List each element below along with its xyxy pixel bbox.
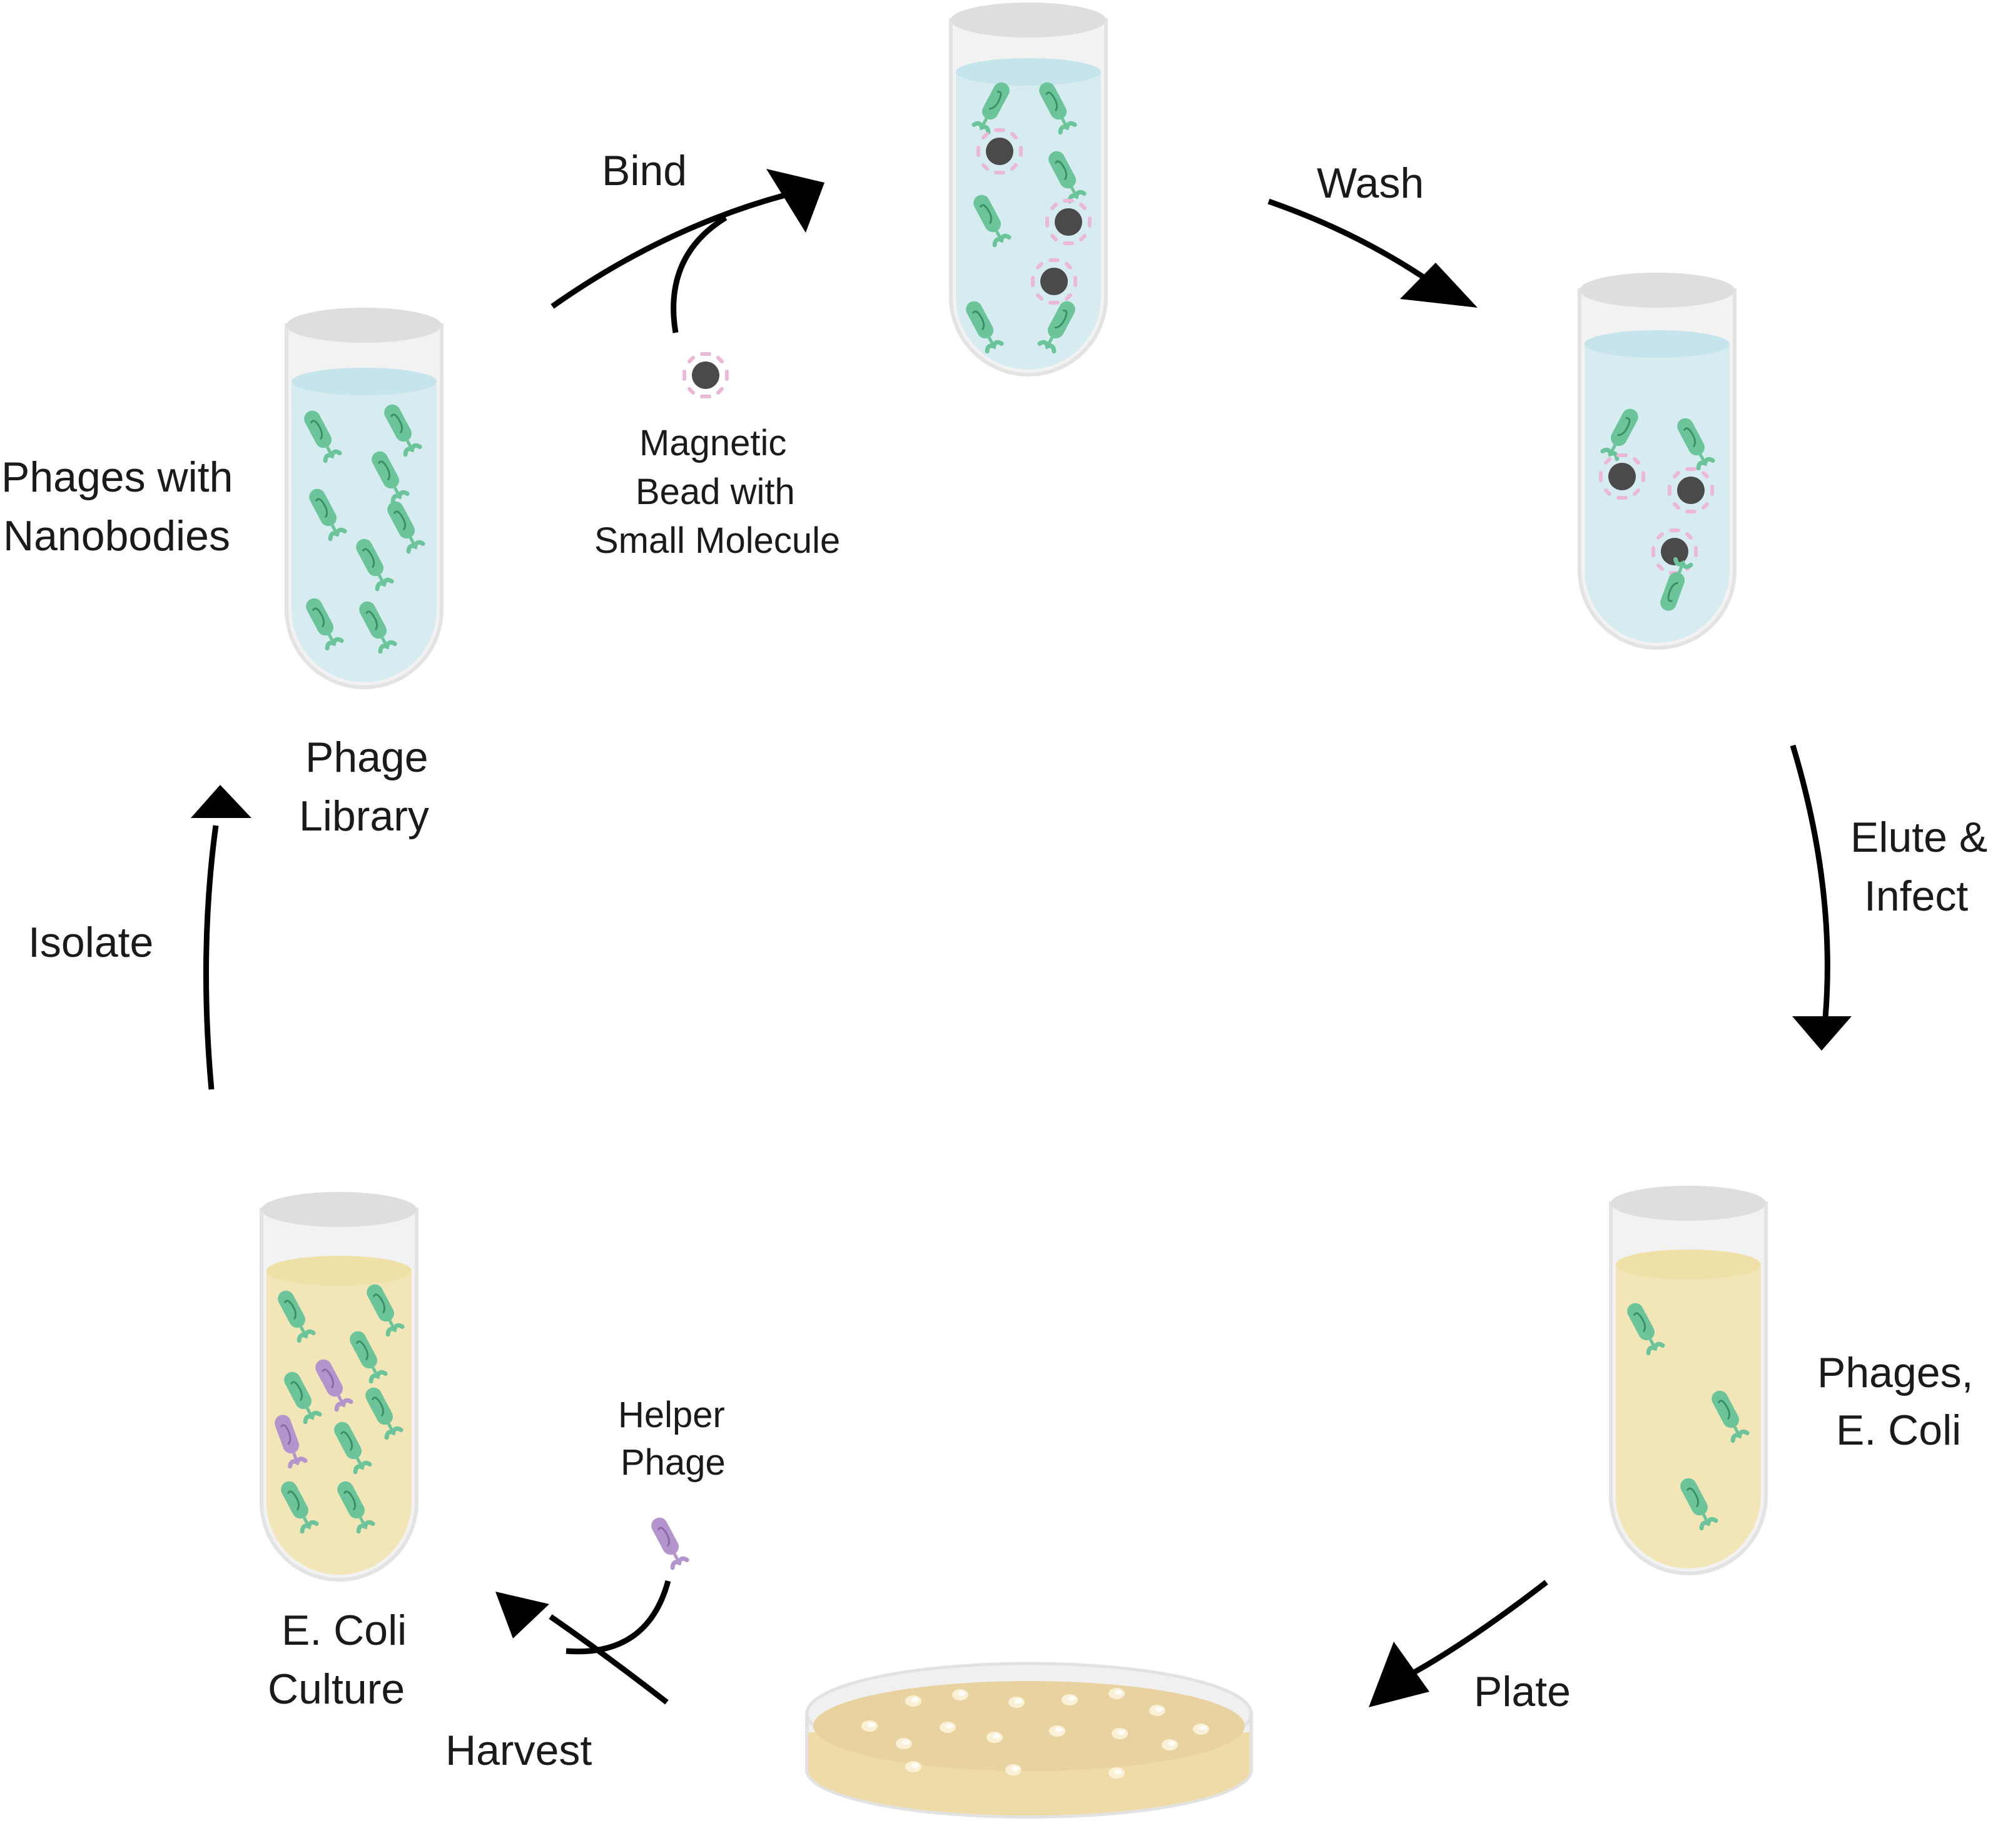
wash-label: Wash xyxy=(1317,159,1424,207)
helper-phage-icon xyxy=(649,1515,687,1568)
helper-phage-label-line2: Phage xyxy=(621,1442,726,1483)
ecoli-culture-label-line1: E. Coli xyxy=(281,1607,407,1654)
magnetic-bead-label-line1: Magnetic xyxy=(639,423,786,463)
elute-infect-label-line2: Infect xyxy=(1864,872,1968,920)
phages-ecoli-tube xyxy=(1609,1186,1768,1575)
washed-phage-tube xyxy=(1578,273,1737,650)
harvest-arrow xyxy=(495,1580,671,1705)
phages-ecoli-label-line2: E. Coli xyxy=(1836,1406,1961,1454)
bind-arrow xyxy=(550,169,824,333)
phages-ecoli-label-line1: Phages, xyxy=(1817,1349,1974,1396)
ecoli-culture-tube xyxy=(260,1192,418,1582)
ecoli-culture-label-line2: Culture xyxy=(268,1665,405,1713)
harvest-label: Harvest xyxy=(445,1727,592,1774)
petri-dish xyxy=(805,1662,1253,1819)
magnetic-bead-icon xyxy=(684,354,727,396)
phages-nanobodies-label-line2: Nanobodies xyxy=(3,512,230,560)
wash-arrow xyxy=(1267,198,1478,308)
elute-infect-label-line1: Elute & xyxy=(1850,814,1987,861)
isolate-arrow xyxy=(191,785,251,1090)
magnetic-bead-label-line3: Small Molecule xyxy=(594,520,840,561)
isolate-label: Isolate xyxy=(28,919,153,966)
phages-nanobodies-label-line1: Phages with xyxy=(1,453,233,501)
plate-label: Plate xyxy=(1474,1668,1571,1715)
helper-phage-label-line1: Helper xyxy=(618,1395,725,1435)
bound-phage-tube xyxy=(949,3,1108,376)
bind-label: Bind xyxy=(602,147,687,194)
phage-library-label-line1: Phage xyxy=(305,734,429,781)
plate-arrow xyxy=(1369,1580,1548,1707)
elute-infect-arrow xyxy=(1790,744,1852,1051)
magnetic-bead-label-line2: Bead with xyxy=(636,472,795,512)
phage-library-tube xyxy=(285,308,444,689)
phage-library-label-line2: Library xyxy=(299,792,429,840)
